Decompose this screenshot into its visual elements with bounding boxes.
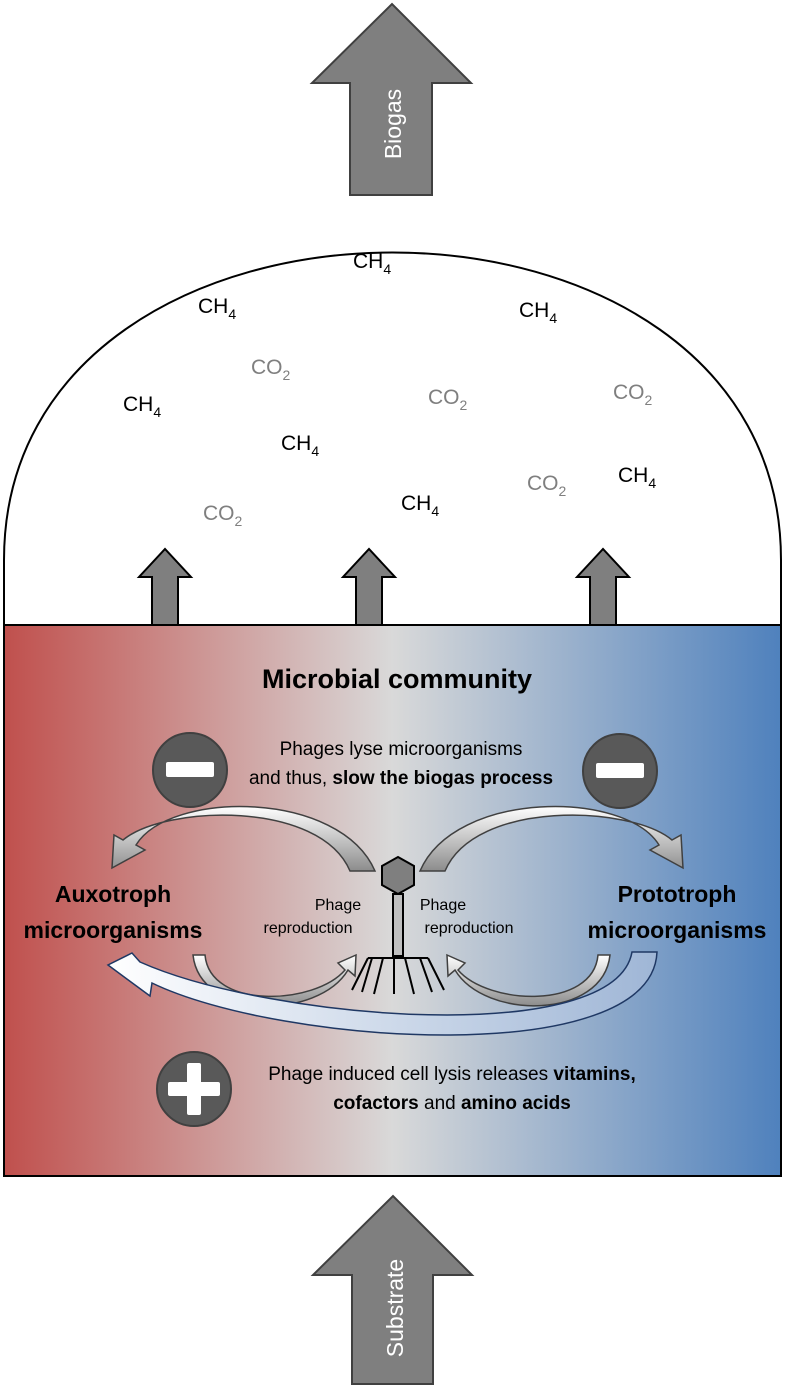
gas-release-arrows [136, 547, 632, 626]
gas-release-arrow [136, 547, 194, 626]
gas-molecules: CH4 CH4 CH4 CO2 CH4 CO2 CO2 CH4 CH4 CO2 … [123, 250, 656, 529]
community-title: Microbial community [262, 664, 532, 694]
substrate-arrow: Substrate [310, 1194, 475, 1385]
biogas-label: Biogas [380, 89, 406, 159]
gas-molecule: CO2 [251, 356, 291, 383]
phage-icon [351, 855, 445, 995]
gas-release-arrow [340, 547, 398, 626]
phage-reproduction-right-line1: Phage [420, 897, 466, 914]
auxotroph-label-line2: microorganisms [24, 917, 203, 943]
prototroph-label-line1: Prototroph [618, 881, 737, 907]
digester-dome [3, 251, 782, 626]
negative-effect-line2: and thus, slow the biogas process [249, 768, 553, 789]
minus-icon [582, 733, 658, 809]
gas-molecule: CH4 [618, 464, 656, 491]
gas-release-arrow [574, 547, 632, 626]
gas-molecule: CH4 [353, 250, 391, 277]
lysis-arrow-left [111, 805, 377, 872]
phage-reproduction-left-line1: Phage [315, 897, 361, 914]
gas-molecule: CO2 [527, 472, 567, 499]
plus-icon [156, 1051, 232, 1127]
positive-effect-line1: Phage induced cell lysis releases vitami… [268, 1064, 636, 1085]
gas-molecule: CH4 [519, 299, 557, 326]
gas-molecule: CH4 [281, 432, 319, 459]
gas-molecule: CH4 [123, 393, 161, 420]
reproduction-arrow-right [446, 953, 611, 1007]
nutrient-feedback-arrow [106, 951, 658, 1036]
gas-molecule: CO2 [203, 502, 243, 529]
gas-molecule: CH4 [198, 295, 236, 322]
auxotroph-label-line1: Auxotroph [55, 881, 171, 907]
gas-molecule: CO2 [613, 381, 653, 408]
minus-icon [152, 732, 228, 808]
negative-effect-line1: Phages lyse microorganisms [280, 739, 523, 760]
gas-molecule: CH4 [401, 492, 439, 519]
gas-molecule: CO2 [428, 386, 468, 413]
lysis-arrow-right [418, 805, 684, 872]
substrate-label: Substrate [382, 1259, 408, 1357]
phage-reproduction-left-line2: reproduction [264, 920, 353, 937]
biogas-arrow: Biogas [309, 2, 474, 196]
prototroph-label-line2: microorganisms [588, 917, 767, 943]
positive-effect-line2: cofactors and amino acids [333, 1093, 571, 1114]
phage-reproduction-right-line2: reproduction [425, 920, 514, 937]
